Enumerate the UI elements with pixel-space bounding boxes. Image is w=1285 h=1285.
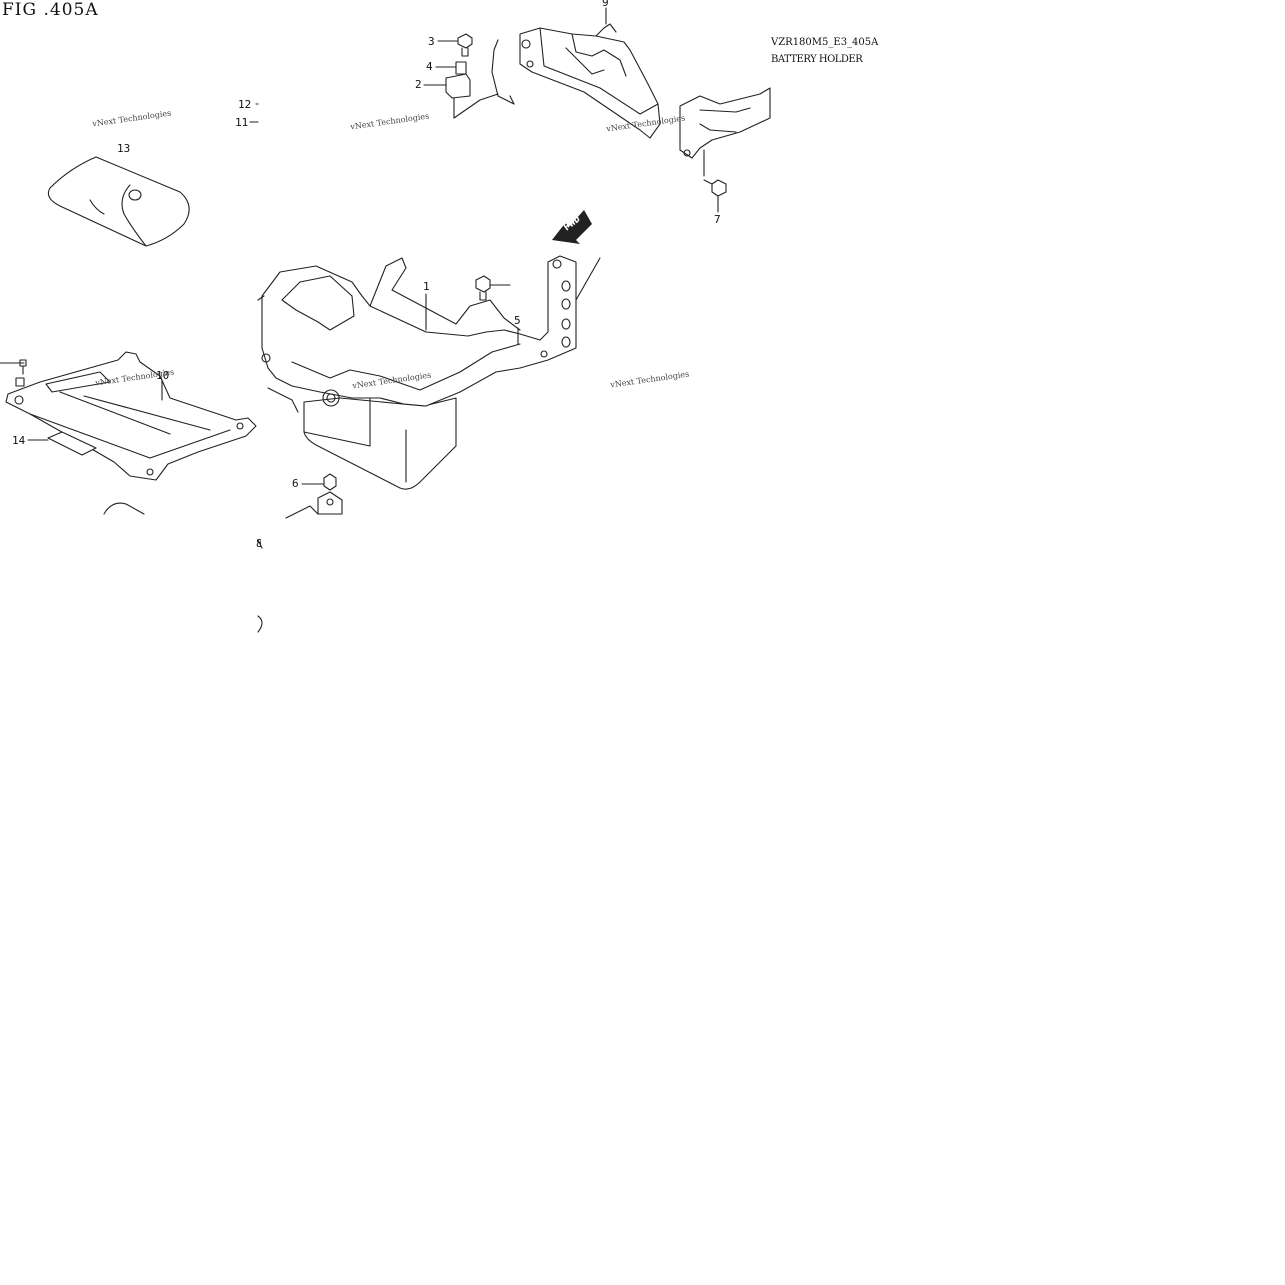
- callout-14: 14: [12, 434, 26, 447]
- callout-7: 7: [714, 213, 721, 226]
- part-7-bolt[interactable]: [703, 179, 727, 213]
- right-frame-bracket[interactable]: [679, 87, 771, 177]
- part-5-bolt[interactable]: [475, 275, 511, 301]
- callout-10: 10: [156, 369, 170, 382]
- fwd-arrow-badge: [552, 210, 592, 244]
- part-6-nut[interactable]: [301, 473, 343, 515]
- callout-1: 1: [423, 280, 430, 293]
- part-1-battery-holder[interactable]: [257, 255, 601, 490]
- callout-13: 13: [117, 142, 131, 155]
- part-9-bracket[interactable]: [519, 7, 661, 139]
- callout-3: 3: [428, 35, 435, 48]
- part-13-cover[interactable]: [47, 156, 190, 247]
- callout-9: 9: [602, 0, 609, 9]
- figure-title: FIG .405A: [2, 0, 99, 20]
- callout-8: 8: [256, 537, 261, 550]
- callout-2: 2: [415, 78, 422, 91]
- part-14-pad[interactable]: [27, 431, 97, 456]
- callout-4: 4: [426, 60, 433, 73]
- model-code: VZR180M5_E3_405A: [771, 37, 879, 48]
- callout-6: 6: [292, 477, 299, 490]
- part-2-grommet[interactable]: [423, 73, 471, 99]
- callout-5: 5: [514, 314, 521, 327]
- callout-11: 11: [235, 116, 249, 129]
- section-name: BATTERY HOLDER: [771, 54, 863, 65]
- callout-12: 12: [238, 98, 252, 111]
- part-3-screw[interactable]: [437, 33, 473, 57]
- part-10-tray-plate[interactable]: [0, 351, 257, 481]
- part-4-collar[interactable]: [435, 61, 467, 75]
